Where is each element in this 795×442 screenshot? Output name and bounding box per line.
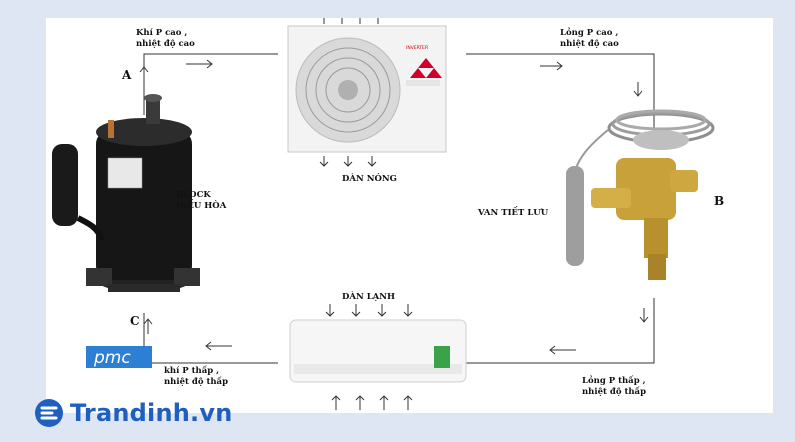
label-cold-gas: khí P thấp , nhiệt độ thấp — [164, 366, 228, 388]
label-condenser: DÀN NÓNG — [342, 174, 397, 184]
arrow-down-right-1 — [633, 82, 643, 97]
label-block-line2: ĐIỀU HÒA — [176, 201, 227, 211]
compressor — [52, 94, 200, 292]
pmc-logo-text: pmc — [93, 348, 131, 368]
label-hot-gas-line1: Khí P cao , — [136, 28, 188, 38]
brand-icon — [35, 399, 63, 427]
brand-name: Trandinh.vn — [70, 399, 233, 427]
airflow-evap-in — [325, 304, 413, 317]
arrow-left-bottom-2 — [205, 341, 232, 351]
diagram-board: INVERTER pmc Khí P cao , — [46, 18, 773, 413]
pipe-right-down — [466, 298, 655, 364]
point-c: C — [130, 314, 140, 328]
airflow-evap-out — [331, 395, 413, 410]
arrow-right-top-2 — [540, 61, 563, 71]
label-valve: VAN TIẾT LƯU — [478, 208, 549, 218]
point-a: A — [122, 68, 132, 82]
indoor-unit — [289, 319, 467, 383]
label-evaporator: DÀN LẠNH — [342, 292, 396, 302]
label-block-line1: BLOCK — [176, 190, 211, 200]
brand-logo: Trandinh.vn — [34, 398, 232, 428]
arrow-up-c — [143, 318, 153, 334]
label-hot-liquid-line1: Lỏng P cao , — [560, 28, 619, 38]
airflow-condenser — [319, 156, 377, 167]
outdoor-unit: INVERTER — [287, 25, 447, 153]
label-cold-liquid: Lỏng P thấp , nhiệt độ thấp — [582, 376, 646, 398]
pipe-top-left — [143, 53, 278, 115]
arrow-left-bottom-1 — [549, 345, 576, 355]
label-hot-liquid: Lỏng P cao , nhiệt độ cao — [560, 28, 619, 50]
airflow-top — [323, 18, 379, 24]
pipe-bottom-left — [143, 313, 278, 364]
label-block: BLOCK ĐIỀU HÒA — [176, 190, 226, 212]
label-hot-gas-line2: nhiệt độ cao — [136, 39, 195, 49]
label-cold-gas-line2: nhiệt độ thấp — [164, 377, 229, 387]
pipe-top-right — [466, 53, 655, 128]
pmc-logo: pmc — [86, 346, 152, 368]
label-cold-liquid-line2: nhiệt độ thấp — [582, 387, 647, 397]
point-b: B — [714, 194, 725, 208]
label-cold-gas-line1: khí P thấp , — [164, 366, 220, 376]
label-cold-liquid-line1: Lỏng P thấp , — [582, 376, 646, 386]
outdoor-brand-text: INVERTER — [406, 45, 428, 51]
label-hot-gas: Khí P cao , nhiệt độ cao — [136, 28, 195, 50]
expansion-valve — [566, 109, 715, 280]
arrow-down-right-2 — [639, 308, 649, 323]
label-hot-liquid-line2: nhiệt độ cao — [560, 39, 619, 49]
arrow-up-a — [139, 66, 149, 80]
diagram-lines: INVERTER pmc — [52, 18, 715, 410]
arrow-right-top-1 — [186, 59, 213, 69]
